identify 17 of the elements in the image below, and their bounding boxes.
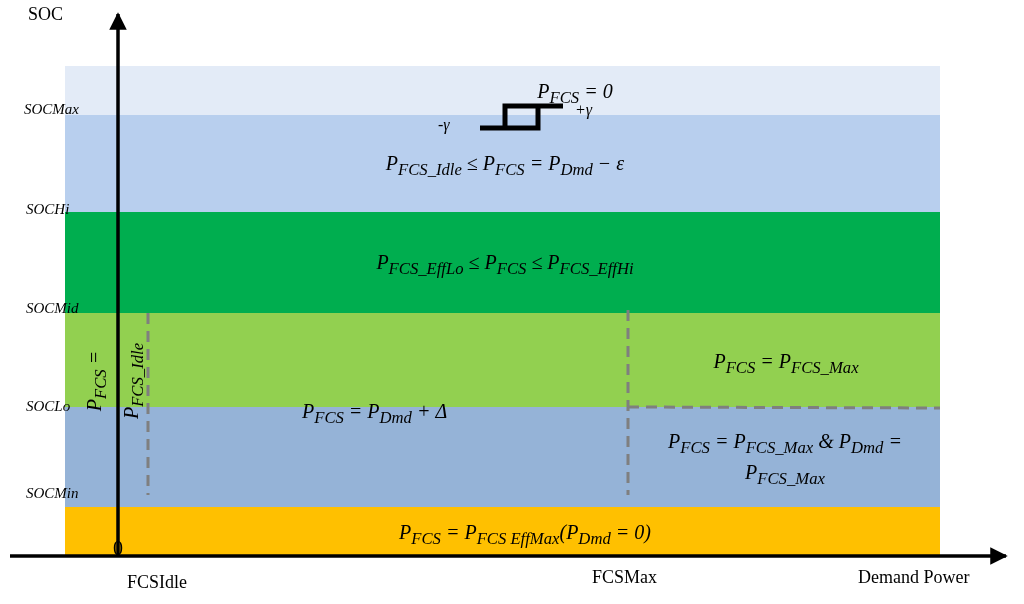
axis-level-label: P$_{FCS}$ = P$_{Dmd}$ + Δ [302,400,448,428]
axis-level-label: SOCLo [26,398,71,415]
region-formula: P$_{FCS_Idle}$ ≤ P$_{FCS}$ = P$_{Dmd}$ − ε [384,151,626,181]
axis-label: Demand Power [858,567,970,588]
region-formula: P$_{FCS}$ = P$_{FCS_Max}$ [712,349,860,379]
axis-level-label: SOCHi [26,201,70,218]
axis-level-label: -γ [438,116,450,134]
axis-label: FCSMax [592,567,658,588]
region-formula: P$_{FCS}$ = P$_{FCS_Max}$ & P$_{Dmd}$ = P$_{FCS_Max}$ [667,429,903,490]
region-formula: P$_{FCS}$ = 0 [536,79,614,107]
axis-label: SOC [28,4,63,25]
region-formula: P$_{FCS_EffLo}$ ≤ P$_{FCS}$ ≤ P$_{FCS_EffHi}$ [375,250,635,280]
axis-label: FCSIdle [127,572,187,593]
region-formula: P$_{FCS}$ = P$_{FCS EffMax}$(P$_{Dmd}$ = 0) [398,520,652,550]
axis-level-label: SOCMax [24,101,79,118]
region-band [65,507,940,555]
axis-level-label: SOCMin [26,485,79,502]
